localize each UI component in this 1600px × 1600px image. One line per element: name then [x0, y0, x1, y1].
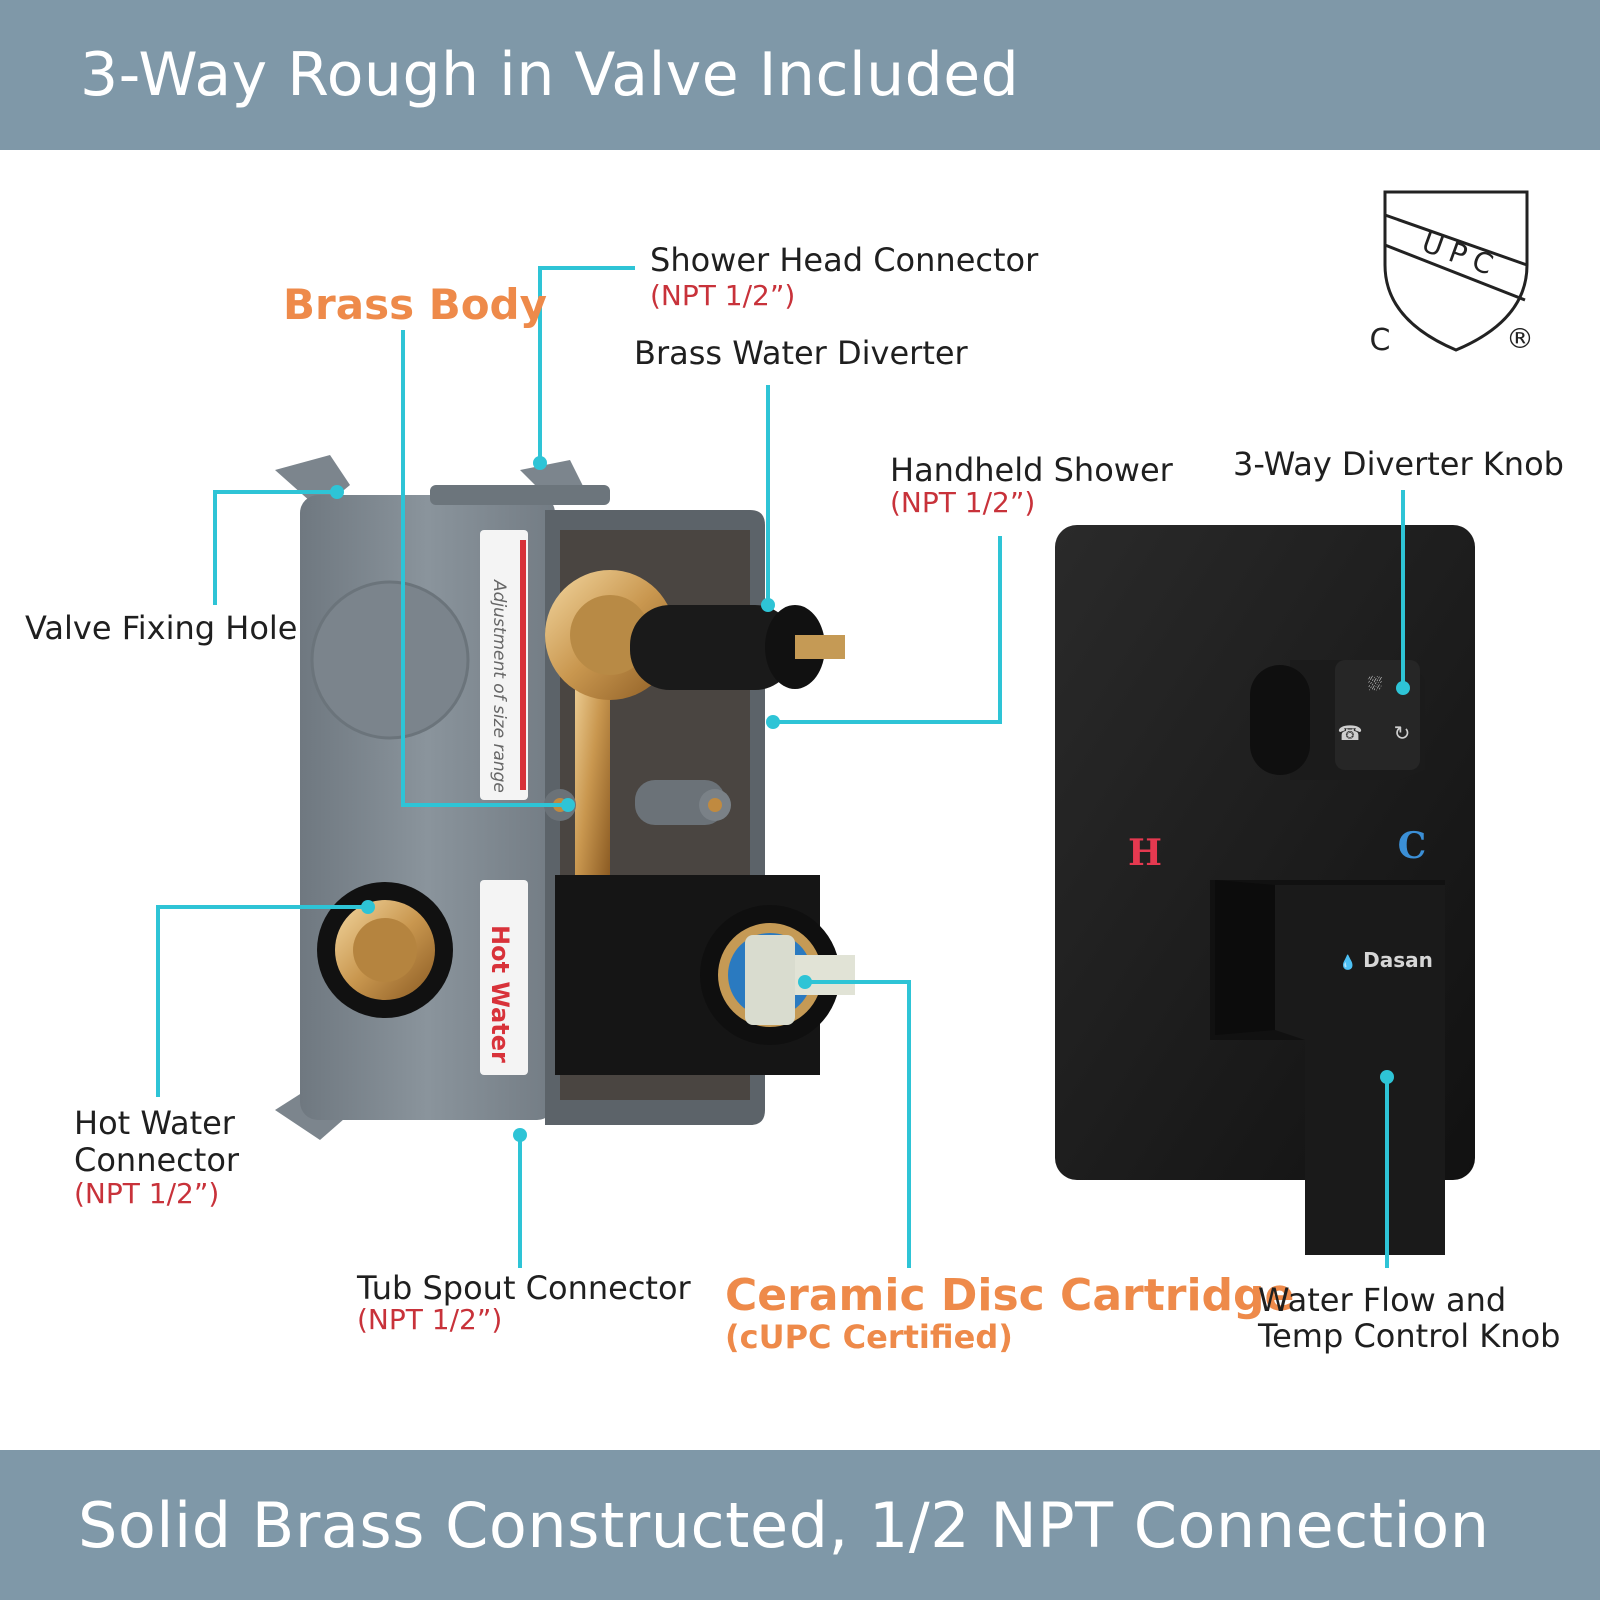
- fixing-hole-label: Valve Fixing Hole: [25, 609, 298, 647]
- leader-fixing-hole: [213, 490, 337, 605]
- diverter-spline: [795, 635, 845, 659]
- hot-water-label-line1: Hot Water: [74, 1104, 235, 1142]
- shower-head-spec: (NPT 1/2”): [650, 279, 796, 312]
- leader-hot-water: [156, 905, 368, 1097]
- footer-banner: Solid Brass Constructed, 1/2 NPT Connect…: [0, 1450, 1600, 1600]
- leader-cartridge: [805, 980, 911, 1268]
- cold-indicator: C: [1398, 825, 1427, 867]
- hot-water-label-line2: Connector: [74, 1141, 240, 1179]
- handheld-symbol-icon: ☎: [1338, 721, 1363, 745]
- brand-logo: Dasan: [1363, 948, 1433, 972]
- diverter-knob-label: 3-Way Diverter Knob: [1233, 445, 1564, 483]
- cartridge-stem: [795, 955, 855, 995]
- callout-leader-lines: [156, 266, 1405, 1268]
- shower-symbol-icon: ⛆: [1368, 674, 1382, 695]
- registered-mark: ®: [1506, 322, 1534, 355]
- hot-water-sticker: [480, 880, 528, 1075]
- cartridge-label: Ceramic Disc Cartridge: [725, 1270, 1295, 1321]
- shield-outline: [1383, 190, 1529, 352]
- cupc-certification-mark: UPC C ®: [1370, 190, 1534, 358]
- rough-in-valve-box: Adjustment of size range Hot Water: [275, 455, 855, 1140]
- hot-water-sticker-text: Hot Water: [486, 925, 514, 1063]
- side-plug-cap: [310, 580, 470, 740]
- header-banner: 3-Way Rough in Valve Included: [0, 0, 1600, 150]
- size-range-sticker: [480, 530, 528, 800]
- drop-logo-icon: 💧: [1339, 954, 1356, 971]
- header-title: 3-Way Rough in Valve Included: [80, 40, 1020, 110]
- footer-title: Solid Brass Constructed, 1/2 NPT Connect…: [78, 1488, 1490, 1562]
- handheld-label: Handheld Shower: [890, 451, 1173, 489]
- shower-head-label: Shower Head Connector: [650, 241, 1039, 279]
- tub-spout-label: Tub Spout Connector: [357, 1269, 691, 1307]
- leader-brass-body: [401, 330, 568, 807]
- control-knob-lever: [1275, 885, 1445, 1255]
- spout-symbol-icon: ↻: [1394, 721, 1411, 745]
- cert-prefix: C: [1370, 323, 1391, 358]
- brass-body-label: Brass Body: [283, 280, 547, 329]
- size-range-text: Adjustment of size range: [489, 579, 509, 793]
- cartridge-spec: (cUPC Certified): [725, 1318, 1013, 1356]
- hot-indicator: H: [1128, 832, 1162, 874]
- brass-water-diverter-stem: [630, 605, 795, 690]
- handheld-spec: (NPT 1/2”): [890, 486, 1036, 519]
- water-diverter-label: Brass Water Diverter: [634, 334, 968, 372]
- control-knob-label-line1: Water Flow and: [1258, 1281, 1507, 1319]
- trim-plate: ⛆ ☎ ↻ H C 💧 Dasan: [1055, 525, 1475, 1255]
- tub-spout-spec: (NPT 1/2”): [357, 1303, 503, 1336]
- control-knob-label-line2: Temp Control Knob: [1258, 1317, 1561, 1355]
- hot-water-spec: (NPT 1/2”): [74, 1177, 220, 1210]
- leader-shower-head: [538, 266, 635, 463]
- leader-handheld: [773, 536, 1002, 724]
- callout-dots: [330, 456, 1410, 1142]
